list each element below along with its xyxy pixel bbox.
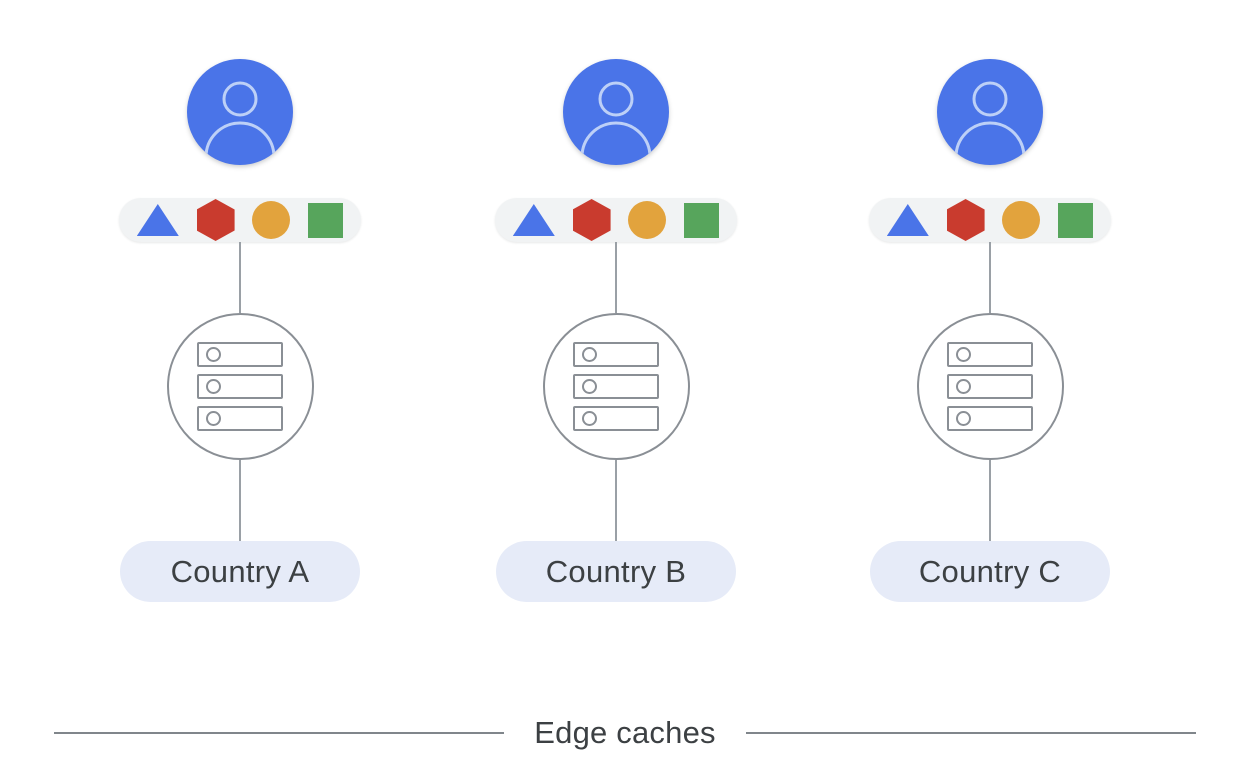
column-country-b: Country B: [491, 0, 741, 602]
square-icon: [684, 202, 720, 238]
server-unit: [573, 342, 659, 367]
server-indicator: [956, 347, 971, 362]
country-label: Country C: [918, 553, 1062, 589]
country-label: Country B: [545, 553, 687, 589]
server-indicator: [956, 379, 971, 394]
server-stack-icon: [166, 313, 314, 460]
footer-label: Edge caches: [534, 715, 716, 750]
server-unit: [947, 342, 1033, 367]
cached-items-pill: [495, 198, 737, 242]
footer-caption: Edge caches: [0, 710, 1250, 756]
server-stack-icon: [916, 313, 1064, 460]
server-unit: [573, 406, 659, 431]
column-country-a: Country A: [115, 0, 365, 602]
user-avatar-icon: [563, 59, 669, 165]
country-label: Country A: [170, 553, 310, 589]
connector-line: [989, 242, 991, 313]
server-unit: [573, 374, 659, 399]
server-stack-icon: [542, 313, 690, 460]
server-unit: [197, 406, 283, 431]
country-label-pill: Country B: [496, 541, 736, 602]
square-icon: [1058, 202, 1094, 238]
server-unit: [197, 374, 283, 399]
server-unit: [947, 374, 1033, 399]
connector-line: [239, 242, 241, 313]
triangle-icon: [512, 204, 555, 236]
server-indicator: [582, 411, 597, 426]
column-country-c: Country C: [865, 0, 1115, 602]
connector-line: [615, 460, 617, 541]
server-unit: [947, 406, 1033, 431]
connector-line: [615, 242, 617, 313]
hexagon-icon: [196, 199, 235, 241]
cached-items-pill: [869, 198, 1111, 242]
divider-line-right: [745, 732, 1196, 734]
triangle-icon: [136, 204, 179, 236]
country-label-pill: Country C: [870, 541, 1110, 602]
user-avatar-icon: [937, 59, 1043, 165]
connector-line: [989, 460, 991, 541]
server-indicator: [582, 347, 597, 362]
hexagon-icon: [572, 199, 611, 241]
server-indicator: [956, 411, 971, 426]
user-avatar-icon: [187, 59, 293, 165]
server-unit: [197, 342, 283, 367]
triangle-icon: [886, 204, 929, 236]
circle-icon: [252, 201, 291, 239]
hexagon-icon: [946, 199, 985, 241]
server-indicator: [206, 411, 221, 426]
server-indicator: [206, 347, 221, 362]
server-indicator: [582, 379, 597, 394]
country-label-pill: Country A: [120, 541, 360, 602]
connector-line: [239, 460, 241, 541]
circle-icon: [628, 201, 667, 239]
square-icon: [308, 202, 344, 238]
cached-items-pill: [119, 198, 361, 242]
divider-line-left: [54, 732, 505, 734]
circle-icon: [1002, 201, 1041, 239]
server-indicator: [206, 379, 221, 394]
